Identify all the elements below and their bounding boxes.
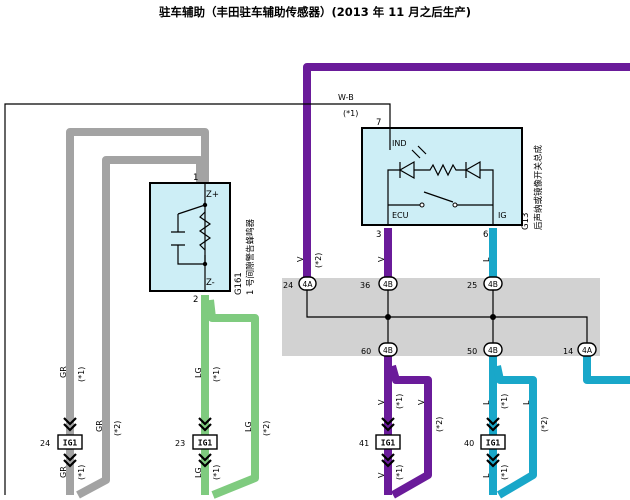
variant-note: (*2) xyxy=(435,417,444,432)
wire-color-label: L xyxy=(482,257,491,262)
svg-text:24: 24 xyxy=(283,281,293,290)
svg-text:25: 25 xyxy=(467,281,477,290)
wire-color-label: L xyxy=(522,400,531,405)
variant-note: (*1) xyxy=(395,394,404,409)
wire-color-label: V xyxy=(296,256,305,262)
wire-color-label: V xyxy=(377,399,386,405)
svg-text:50: 50 xyxy=(467,347,477,356)
svg-text:4B: 4B xyxy=(488,280,498,289)
ground-wire-w-b xyxy=(4,103,391,495)
wire-color-label: GR xyxy=(59,466,68,478)
pin-number: 2 xyxy=(193,295,198,305)
pin-number: 1 xyxy=(193,173,198,183)
variant-note: (*1) xyxy=(343,109,358,118)
buzzer-resistor xyxy=(198,211,212,251)
svg-text:24: 24 xyxy=(40,439,50,448)
svg-text:IG1: IG1 xyxy=(63,439,78,448)
connector-ig1: IG1 24 xyxy=(40,416,83,468)
variant-note: (*2) xyxy=(262,421,271,436)
connector-ig1: IG1 41 xyxy=(359,416,401,468)
junction-pin: 4A 14 xyxy=(563,342,597,357)
junction-pin: 4B 50 xyxy=(467,342,503,357)
green-wire-right xyxy=(206,299,259,499)
svg-text:60: 60 xyxy=(361,347,371,356)
component-code: G161 xyxy=(234,272,244,295)
wire-color-label: GR xyxy=(59,366,68,378)
variant-note: (*1) xyxy=(77,367,86,382)
purple-wire-main xyxy=(303,63,630,278)
gray-wire-outer xyxy=(66,128,209,495)
svg-text:23: 23 xyxy=(175,439,185,448)
junction-dot xyxy=(490,314,496,320)
pin-label-plus: Z+ xyxy=(206,190,219,200)
switch-component xyxy=(361,127,523,226)
svg-text:14: 14 xyxy=(563,347,573,356)
variant-note: (*1) xyxy=(77,465,86,480)
pin-label-ind: IND xyxy=(392,139,407,148)
svg-text:40: 40 xyxy=(464,439,474,448)
variant-note: (*1) xyxy=(212,465,221,480)
pin-number: 3 xyxy=(376,230,381,240)
variant-note: (*1) xyxy=(395,465,404,480)
svg-text:4A: 4A xyxy=(582,346,593,355)
component-name: 后声纳或镜像开关总成 xyxy=(533,144,544,230)
variant-note: (*1) xyxy=(212,367,221,382)
svg-text:41: 41 xyxy=(359,439,369,448)
pin-number: 6 xyxy=(483,230,488,240)
led-light-rays xyxy=(411,145,427,159)
svg-text:4B: 4B xyxy=(383,346,393,355)
svg-text:4B: 4B xyxy=(488,346,498,355)
svg-text:36: 36 xyxy=(360,281,370,290)
buzzer-component xyxy=(149,182,231,292)
component-code: G13 xyxy=(521,213,531,230)
junction-pin: 4B 25 xyxy=(467,276,503,291)
wire-color-label: LG xyxy=(194,367,203,378)
connector-ig1: IG1 23 xyxy=(175,416,218,468)
blue-wire-branch xyxy=(493,365,537,499)
junction-dot xyxy=(385,314,391,320)
variant-note: (*1) xyxy=(500,465,509,480)
svg-text:4B: 4B xyxy=(383,280,393,289)
buzzer-capacitor-symbol xyxy=(171,231,185,246)
wire-color-label: GR xyxy=(95,420,104,432)
wire-color-label: V xyxy=(417,399,426,405)
gray-wire-inner xyxy=(76,156,204,499)
pin-label-ig: IG xyxy=(498,211,507,220)
pin-label-ecu: ECU xyxy=(392,211,409,220)
junction-pin: 4B 36 xyxy=(360,276,398,291)
wire-color-label: L xyxy=(482,400,491,405)
wire-color-label: LG xyxy=(194,467,203,478)
junction-pin: 4B 60 xyxy=(361,342,398,357)
page-title: 驻车辅助（丰田驻车辅助传感器）(2013 年 11 月之后生产) xyxy=(159,5,471,19)
junction-bus xyxy=(306,290,588,343)
svg-text:IG1: IG1 xyxy=(381,439,396,448)
variant-note: (*2) xyxy=(314,253,323,268)
switch-contact xyxy=(388,191,493,206)
variant-note: (*2) xyxy=(113,421,122,436)
svg-text:4A: 4A xyxy=(303,280,314,289)
wire-color-label: W-B xyxy=(338,93,354,102)
switch-diode xyxy=(464,160,481,180)
pin-number: 7 xyxy=(376,118,381,128)
svg-text:IG1: IG1 xyxy=(198,439,213,448)
purple-wire-branch xyxy=(388,364,432,499)
variant-note: (*1) xyxy=(500,394,509,409)
switch-internal-wiring xyxy=(387,128,494,225)
wire-color-label: LG xyxy=(244,421,253,432)
connector-ig1: IG1 40 xyxy=(464,416,506,468)
svg-text:IG1: IG1 xyxy=(486,439,501,448)
junction-pin: 4A 24 xyxy=(283,276,317,291)
blue-wire-right xyxy=(583,356,630,384)
pin-label-minus: Z- xyxy=(206,278,215,288)
switch-resistor xyxy=(414,163,466,177)
component-name: 1 号间隙警告蜂鸣器 xyxy=(245,218,256,295)
variant-note: (*2) xyxy=(540,417,549,432)
wire-color-label: V xyxy=(377,472,386,478)
wire-color-label: V xyxy=(377,256,386,262)
wire-color-label: L xyxy=(482,473,491,478)
